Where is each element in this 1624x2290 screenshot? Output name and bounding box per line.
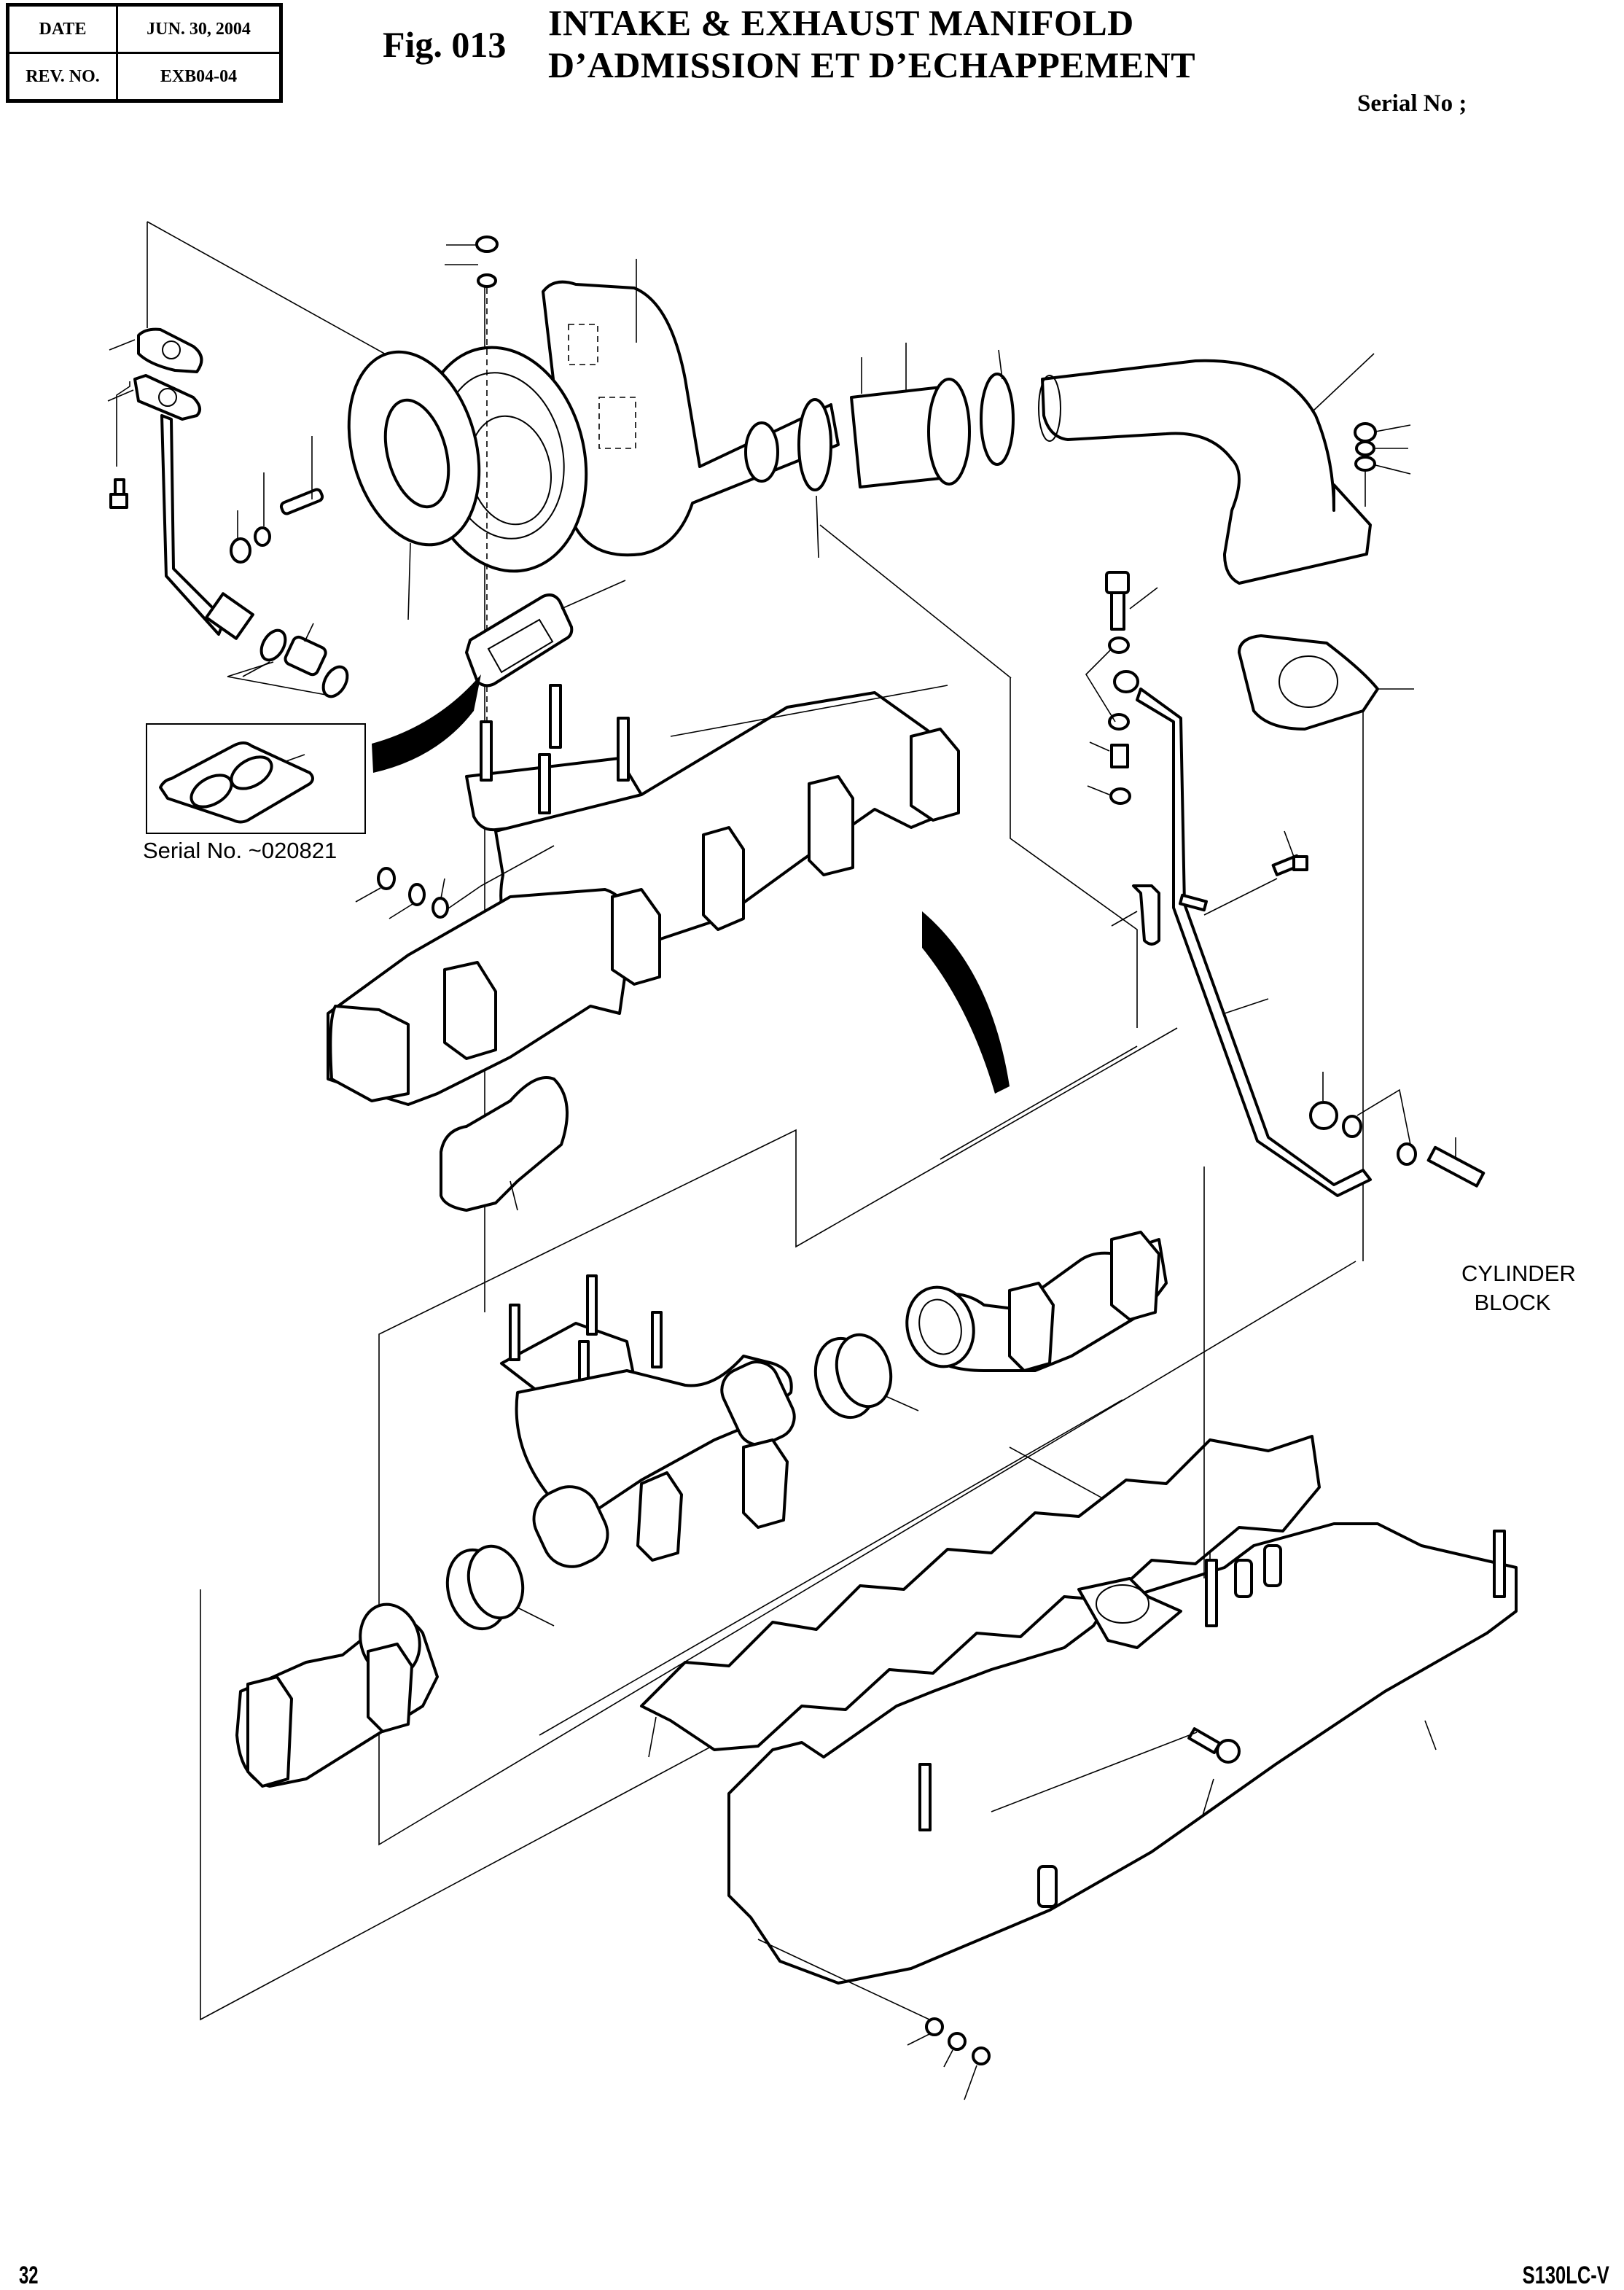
inset-serial-caption: Serial No. ~020821 — [143, 838, 337, 863]
stud-nut-washer — [230, 436, 324, 564]
exhaust-manifold-left-end — [235, 1602, 439, 1788]
serial-number-label: Serial No ; — [1357, 90, 1467, 117]
date-label: DATE — [7, 4, 118, 54]
intake-manifold-flange-bolt — [991, 1727, 1241, 1816]
charge-air-hose-assembly — [797, 343, 1015, 558]
intake-manifold — [727, 1167, 1518, 1985]
cylinder-block-label-line1: CYLINDER — [1461, 1261, 1576, 1286]
rev-value: EXB04-04 — [116, 52, 282, 102]
model-name: S130LC-V — [1522, 2262, 1609, 2289]
oil-pipe-clamps-hose — [227, 623, 349, 698]
title-english: INTAKE & EXHAUST MANIFOLD — [548, 2, 1134, 43]
manifold-nuts-small — [355, 845, 555, 919]
title-french: D’ADMISSION ET D’ECHAPPEMENT — [548, 44, 1196, 85]
cylinder-block-label-line2: BLOCK — [1474, 1290, 1551, 1315]
oil-pipe — [107, 327, 254, 640]
bracket — [1111, 884, 1160, 946]
t-flange-gasket — [465, 580, 626, 688]
turbo-flange-gasket — [347, 350, 481, 620]
intake-manifold-gasket — [640, 1435, 1321, 1758]
bracket-bolt — [1203, 830, 1308, 916]
banjo-fitting-set — [1085, 571, 1158, 805]
intake-manifold-nuts — [757, 1939, 991, 2100]
inset-old-gasket — [146, 723, 366, 834]
oil-return-tube — [1136, 688, 1372, 1197]
figure-title: INTAKE & EXHAUST MANIFOLD D’ADMISSION ET… — [548, 1, 1195, 86]
elbow-nuts-washers — [1354, 422, 1411, 507]
cylinder-block-fitting-set — [1309, 1072, 1486, 1188]
direction-arrow-upper — [372, 674, 481, 773]
date-value: JUN. 30, 2004 — [116, 4, 282, 54]
figure-number: Fig. 013 — [383, 24, 507, 65]
direction-arrow-lower — [922, 911, 1010, 1094]
elbow-pipe — [1038, 353, 1375, 585]
exhaust-manifold-right-end — [905, 1231, 1168, 1372]
sleeve-and-seal-rings-center — [445, 1333, 919, 1631]
exhaust-manifold-old-front — [327, 888, 661, 1212]
exhaust-manifold-center — [500, 1274, 796, 1562]
revision-table: DATE JUN. 30, 2004 REV. NO. EXB04-04 — [6, 3, 283, 103]
page-number: 32 — [19, 2262, 39, 2289]
cylinder-block-label: CYLINDER BLOCK — [1461, 1259, 1576, 1317]
exhaust-elbow-gasket — [1238, 634, 1414, 731]
rev-label: REV. NO. — [7, 52, 118, 102]
oil-pipe-bolt — [109, 381, 130, 509]
